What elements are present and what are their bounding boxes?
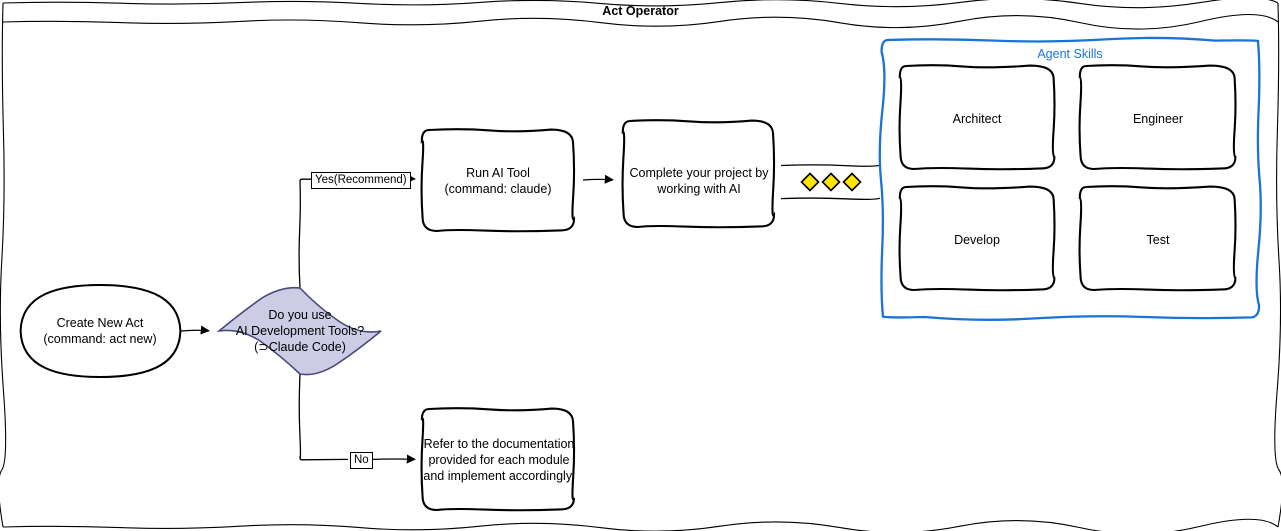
edge-runtool-to-complete [582, 174, 614, 184]
agent-skills-title: Agent Skills [1037, 47, 1103, 61]
edge-label-yes: Yes(Recommend) [311, 172, 411, 189]
skill-label-test: Test [1146, 233, 1170, 247]
edge-decision-yes [298, 178, 311, 289]
node-decision-label: Do you use AI Development Tools? (⊃Claud… [235, 308, 365, 354]
connector-gem-3 [842, 172, 862, 192]
diagram-title: Act Operator [602, 4, 679, 18]
node-start-shape [19, 283, 182, 379]
skill-label-architect: Architect [952, 112, 1002, 126]
skill-box-test-shape [1078, 185, 1237, 292]
edge-start-to-decision [180, 325, 210, 335]
channel-rail-bottom [780, 197, 881, 201]
edge-decision-no [298, 373, 349, 461]
skill-box-architect-shape [898, 64, 1056, 171]
skill-box-develop-shape [898, 185, 1056, 292]
skill-label-develop: Develop [954, 233, 1000, 247]
skill-box-engineer-shape [1078, 64, 1237, 171]
channel-rail-top [780, 164, 881, 167]
node-complete-project-label: Complete your project by working with AI [629, 166, 769, 196]
node-run-ai-tool-shape [420, 128, 576, 233]
node-documentation-label: Refer to the documentation provided for … [423, 437, 575, 483]
agent-skills-container-shape [878, 36, 1262, 321]
node-documentation-shape [420, 407, 576, 512]
node-complete-project-shape [621, 119, 776, 229]
flow-edges [180, 164, 881, 464]
node-run-ai-tool-label: Run AI Tool (command: claude) [444, 166, 552, 196]
node-start-label: Create New Act (command: act new) [43, 316, 157, 346]
connector-gems [800, 172, 862, 192]
skill-label-engineer: Engineer [1132, 112, 1184, 126]
edge-label-no: No [350, 452, 373, 469]
connector-gem-1 [800, 172, 820, 192]
node-decision-shape [216, 286, 382, 376]
connector-gem-2 [821, 172, 841, 192]
